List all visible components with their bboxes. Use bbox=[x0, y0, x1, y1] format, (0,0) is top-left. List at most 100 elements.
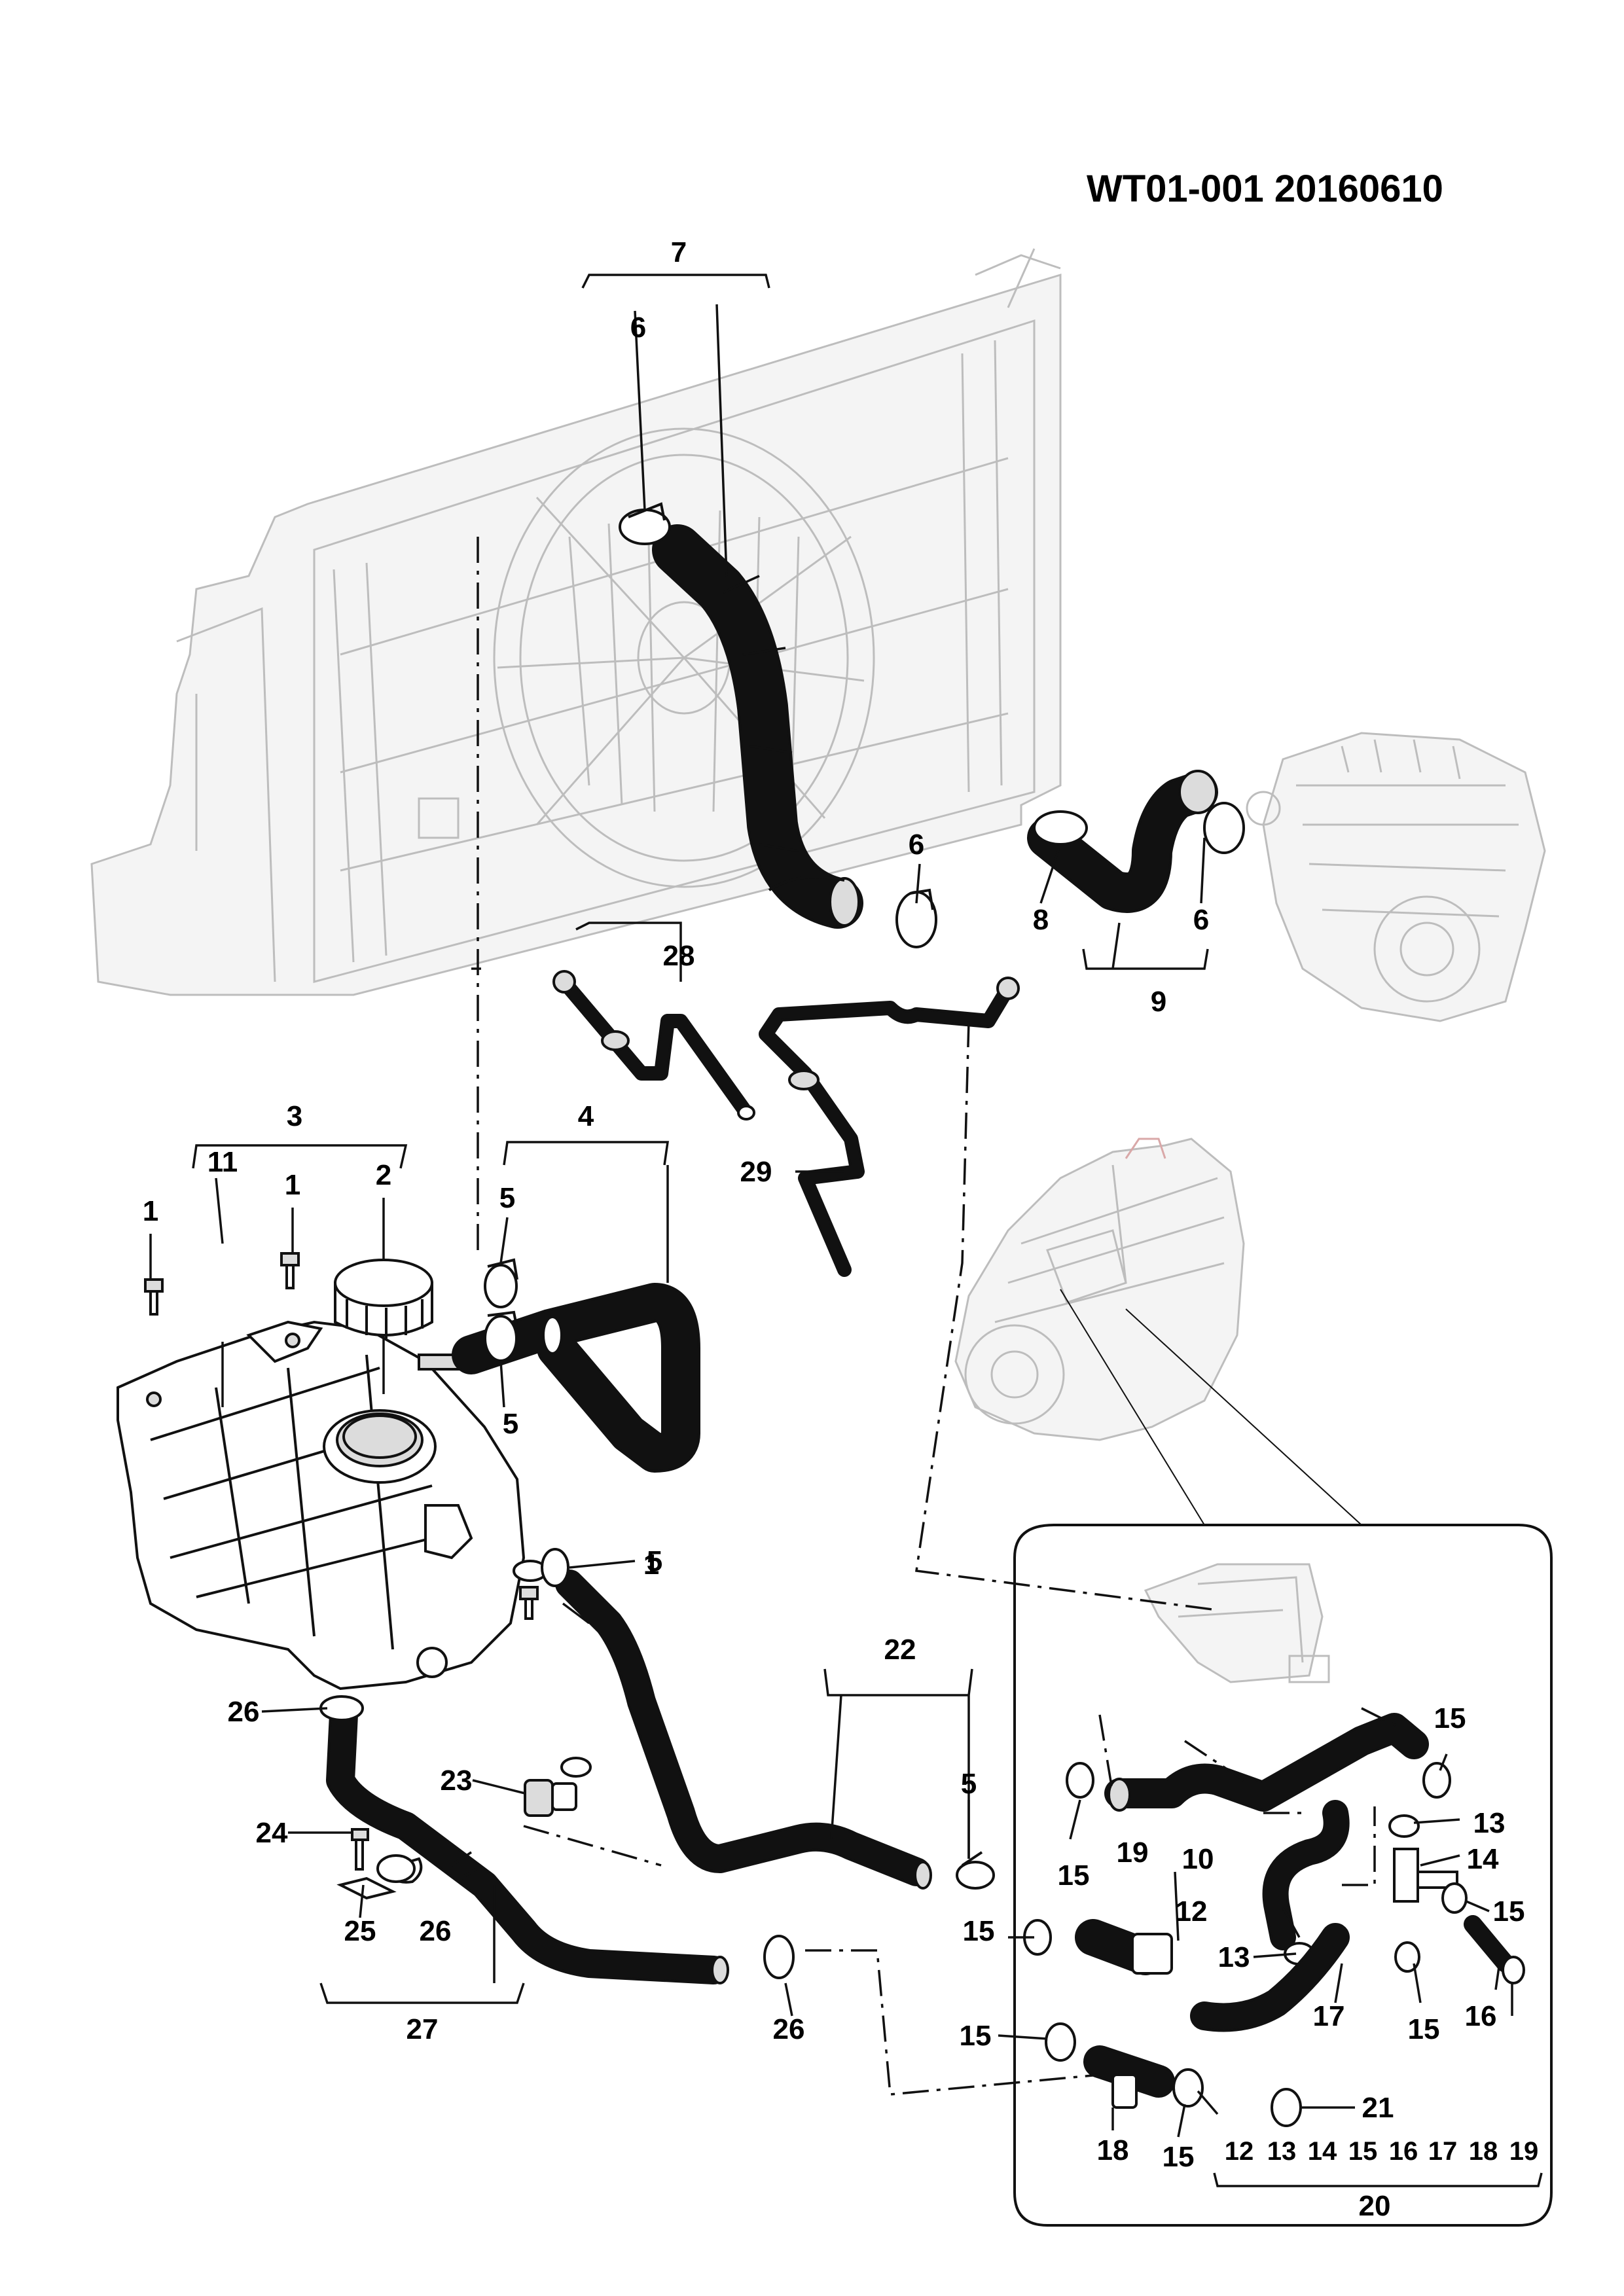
coolant-expansion-tank bbox=[117, 1320, 548, 1691]
callout-10: 10 bbox=[1182, 1843, 1214, 1875]
callout-15: 15 bbox=[1493, 1895, 1525, 1928]
hose-clamp-15-h bbox=[1172, 2068, 1204, 2108]
hose-clamp-26-mid bbox=[376, 1854, 423, 1884]
callout-6: 6 bbox=[909, 829, 924, 861]
callout-15: 15 bbox=[1408, 2013, 1440, 2045]
hose-16 bbox=[1464, 1915, 1515, 1973]
hose-clamp-15-b bbox=[1422, 1762, 1451, 1799]
thermostat-housing-ghost bbox=[1144, 1563, 1330, 1683]
bleed-pipe-28 bbox=[552, 970, 755, 1121]
kit-20-item: 15 bbox=[1348, 2137, 1378, 2166]
callout-13: 13 bbox=[1473, 1807, 1506, 1839]
kit-20-item: 17 bbox=[1428, 2137, 1458, 2166]
leader-lines bbox=[149, 274, 1543, 2187]
callout-2: 2 bbox=[376, 1159, 391, 1191]
callout-24: 24 bbox=[256, 1817, 288, 1849]
bracket-25 bbox=[336, 1876, 397, 1900]
coolant-sensor-23 bbox=[524, 1757, 592, 1817]
callout-8: 8 bbox=[1033, 904, 1049, 936]
hose-clamp-21 bbox=[1271, 2088, 1302, 2127]
bleed-pipe-29 bbox=[759, 977, 1020, 1277]
callout-19: 19 bbox=[1117, 1837, 1149, 1869]
callout-12: 12 bbox=[1176, 1895, 1208, 1928]
kit-20-item-row: 12 13 14 15 16 17 18 19 bbox=[1225, 2137, 1539, 2166]
hose-clamp-5-upper bbox=[484, 1258, 518, 1308]
callout-15: 15 bbox=[1434, 1702, 1466, 1734]
hose-clamp-15-a bbox=[1066, 1762, 1094, 1799]
callout-16: 16 bbox=[1465, 2000, 1497, 2032]
callout-7: 7 bbox=[671, 236, 687, 268]
hose-17 bbox=[1190, 1923, 1350, 2032]
callout-5: 5 bbox=[499, 1182, 515, 1214]
callout-15: 15 bbox=[963, 1915, 995, 1947]
hose-clamp-15-g bbox=[1045, 2022, 1076, 2062]
kit-20-item: 13 bbox=[1267, 2137, 1297, 2166]
hose-clamp-5-right bbox=[956, 1851, 995, 1890]
callout-5: 5 bbox=[647, 1545, 662, 1577]
hose-clamp-6-upper bbox=[619, 502, 671, 545]
tank-outlet-hose bbox=[555, 1570, 932, 1890]
callout-3: 3 bbox=[287, 1100, 302, 1132]
engine-ghost-upper bbox=[1246, 732, 1546, 1022]
callout-29: 29 bbox=[740, 1156, 772, 1188]
callout-26: 26 bbox=[773, 2013, 805, 2045]
kit-20-item: 12 bbox=[1225, 2137, 1254, 2166]
hose-clamp-15-c bbox=[1441, 1882, 1468, 1914]
kit-20-detail-frame bbox=[1013, 1524, 1553, 2227]
callout-26: 26 bbox=[228, 1696, 260, 1728]
callout-21: 21 bbox=[1362, 2092, 1394, 2124]
bolt-1-left bbox=[144, 1278, 164, 1316]
kit-20-item: 19 bbox=[1509, 2137, 1539, 2166]
upper-radiator-hose bbox=[652, 524, 863, 929]
hose-clamp-26-right bbox=[763, 1935, 795, 1979]
kit-20-item: 16 bbox=[1389, 2137, 1418, 2166]
hose-clamp-13-b bbox=[1388, 1814, 1420, 1838]
callout-1: 1 bbox=[285, 1169, 300, 1201]
bolt-24 bbox=[351, 1828, 369, 1871]
coolant-hose-10 bbox=[1104, 1713, 1429, 1812]
callout-11: 11 bbox=[208, 1146, 238, 1178]
callout-labels: 1 1 1 2 3 4 5 5 5 5 6 6 6 7 8 9 10 11 12… bbox=[143, 236, 1525, 2222]
callout-26: 26 bbox=[420, 1915, 452, 1947]
coolant-hose-12 bbox=[1262, 1800, 1350, 1950]
tee-14 bbox=[1393, 1848, 1458, 1903]
callout-15: 15 bbox=[960, 2020, 992, 2052]
hose-clamp-5-lower bbox=[541, 1548, 569, 1587]
hose-clamp-15-e bbox=[1502, 1956, 1525, 1984]
callout-15: 15 bbox=[1163, 2141, 1195, 2173]
callout-9: 9 bbox=[1151, 986, 1166, 1018]
callout-5: 5 bbox=[503, 1408, 518, 1440]
radiator-fan-assembly-ghost bbox=[90, 248, 1062, 996]
callout-18: 18 bbox=[1097, 2134, 1129, 2166]
callout-17: 17 bbox=[1313, 2000, 1345, 2032]
callout-1: 1 bbox=[643, 1549, 659, 1581]
callout-6: 6 bbox=[630, 312, 646, 344]
hose-clamp-5-middle bbox=[484, 1310, 518, 1362]
callout-13: 13 bbox=[1218, 1941, 1250, 1973]
bolt-1-right bbox=[519, 1586, 539, 1620]
callout-1: 1 bbox=[143, 1195, 158, 1227]
callout-6: 6 bbox=[1193, 904, 1209, 936]
callout-5: 5 bbox=[961, 1768, 977, 1800]
tank-inlet-hose bbox=[452, 1283, 700, 1473]
tank-drain-hose bbox=[326, 1700, 729, 1984]
callout-25: 25 bbox=[344, 1915, 376, 1947]
engine-outlet-hose bbox=[1027, 770, 1245, 913]
callout-20: 20 bbox=[1359, 2190, 1391, 2222]
callout-22: 22 bbox=[884, 1634, 916, 1666]
callout-23: 23 bbox=[441, 1765, 473, 1797]
bolt-1-middle bbox=[280, 1252, 300, 1289]
phantom-lines bbox=[471, 537, 1401, 2096]
filler-cap bbox=[334, 1259, 433, 1394]
callout-27: 27 bbox=[406, 2013, 439, 2045]
callout-4: 4 bbox=[578, 1100, 594, 1132]
hose-19 bbox=[1075, 1919, 1173, 1975]
tee-18 bbox=[1083, 2045, 1175, 2109]
kit-20-item: 14 bbox=[1308, 2137, 1337, 2166]
callout-14: 14 bbox=[1467, 1843, 1499, 1875]
callout-28: 28 bbox=[663, 940, 695, 972]
callout-15: 15 bbox=[1058, 1859, 1090, 1892]
engine-ghost-middle bbox=[954, 1138, 1245, 1441]
kit-20-item: 18 bbox=[1469, 2137, 1498, 2166]
